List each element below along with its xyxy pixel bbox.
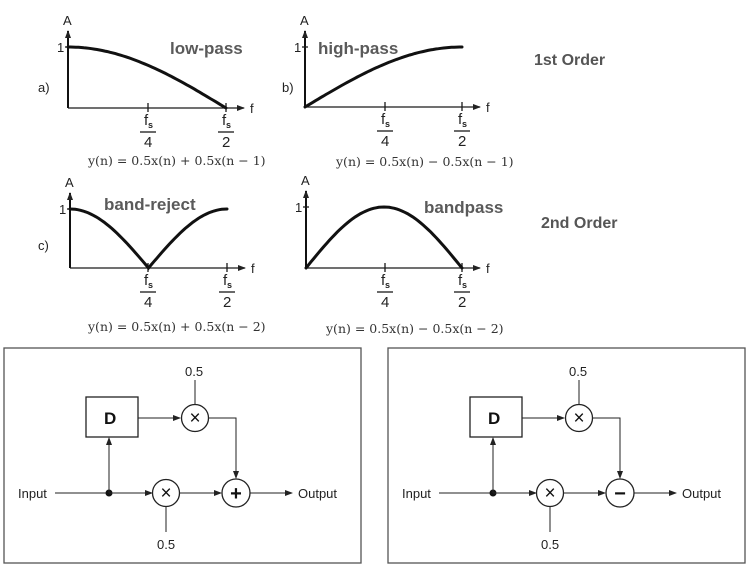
delay-label: D <box>104 409 116 428</box>
bottom-gain-label: 0.5 <box>541 537 559 552</box>
first-order-heading: 1st Order <box>534 52 605 69</box>
filter-title: band-reject <box>104 195 196 214</box>
x-tick-denominator: 2 <box>458 133 466 150</box>
y-tick-label: 1 <box>294 40 301 55</box>
x-tick-subscript: s <box>462 119 467 129</box>
block-diagram-sum: D Input × 0.5 × 0.5 + Output <box>3 347 362 564</box>
y-tick-label: 1 <box>295 200 302 215</box>
x-tick-subscript: s <box>148 280 153 290</box>
y-tick-label: 1 <box>57 40 64 55</box>
delay-block <box>85 396 139 438</box>
y-axis-label: A <box>300 13 309 28</box>
x-tick-denominator: 2 <box>458 294 466 311</box>
top-path-wire <box>593 417 623 479</box>
x-tick-subscript: s <box>385 119 390 129</box>
panel-label: a) <box>38 80 50 95</box>
x-tick-subscript: s <box>462 280 467 290</box>
difference-equation: y(n) = 0.5x(n) − 0.5x(n − 1) <box>335 154 514 169</box>
output-label: Output <box>298 486 337 501</box>
x-tick-subscript: s <box>385 280 390 290</box>
x-tick-numerator: f <box>458 272 463 289</box>
difference-equation: y(n) = 0.5x(n) − 0.5x(n − 2) <box>325 321 504 336</box>
x-axis-label: f <box>251 261 255 276</box>
x-tick-denominator: 4 <box>381 133 389 150</box>
top-path-wire <box>209 417 239 479</box>
diagram-frame <box>3 347 362 564</box>
filter-title: low-pass <box>170 39 243 58</box>
x-axis-label: f <box>486 261 490 276</box>
second-order-heading: 2nd Order <box>541 215 617 232</box>
x-tick-numerator: f <box>222 112 227 129</box>
response-curve <box>68 207 229 271</box>
output-label: Output <box>682 486 721 501</box>
x-tick-denominator: 4 <box>144 134 152 151</box>
y-axis-label: A <box>63 13 72 28</box>
x-axis-label: f <box>486 100 490 115</box>
top-gain-label: 0.5 <box>185 364 203 379</box>
response-curve <box>66 45 228 110</box>
x-tick-denominator: 4 <box>144 294 152 311</box>
x-tick-numerator: f <box>458 111 463 128</box>
x-tick-subscript: s <box>226 120 231 130</box>
difference-equation: y(n) = 0.5x(n) + 0.5x(n − 2) <box>87 319 266 334</box>
panel-label: b) <box>282 80 294 95</box>
difference-equation: y(n) = 0.5x(n) + 0.5x(n − 1) <box>87 153 266 168</box>
bottom-multiplier <box>151 478 181 508</box>
x-tick-denominator: 2 <box>223 294 231 311</box>
top-gain-label: 0.5 <box>569 364 587 379</box>
response-curve <box>303 45 464 109</box>
multiply-icon: × <box>160 483 171 504</box>
input-label: Input <box>402 486 431 501</box>
x-tick-numerator: f <box>381 111 386 128</box>
filter-title: bandpass <box>424 198 503 217</box>
y-tick-label: 1 <box>59 202 66 217</box>
multiply-icon: × <box>544 483 555 504</box>
x-tick-numerator: f <box>144 272 149 289</box>
x-tick-denominator: 2 <box>222 134 230 151</box>
x-tick-numerator: f <box>144 112 149 129</box>
y-axis-label: A <box>301 173 310 188</box>
x-tick-subscript: s <box>227 280 232 290</box>
filter-title: high-pass <box>318 39 398 58</box>
multiply-icon: × <box>189 408 200 429</box>
bottom-multiplier <box>535 478 565 508</box>
top-multiplier <box>564 403 594 433</box>
input-label: Input <box>18 486 47 501</box>
x-tick-subscript: s <box>148 120 153 130</box>
top-multiplier <box>180 403 210 433</box>
block-diagram-difference: D Input × 0.5 × 0.5 − Output <box>387 347 746 564</box>
multiply-icon: × <box>573 408 584 429</box>
x-tick-numerator: f <box>381 272 386 289</box>
bottom-gain-label: 0.5 <box>157 537 175 552</box>
x-tick-numerator: f <box>223 272 228 289</box>
panel-label: c) <box>38 238 49 253</box>
delay-label: D <box>488 409 500 428</box>
minus-icon: − <box>614 483 626 505</box>
x-tick-denominator: 4 <box>381 294 389 311</box>
response-curve <box>304 205 464 270</box>
x-axis-label: f <box>250 101 254 116</box>
y-axis-label: A <box>65 175 74 190</box>
plus-icon: + <box>230 483 242 505</box>
diagram-frame <box>387 347 746 564</box>
delay-block <box>469 396 523 438</box>
